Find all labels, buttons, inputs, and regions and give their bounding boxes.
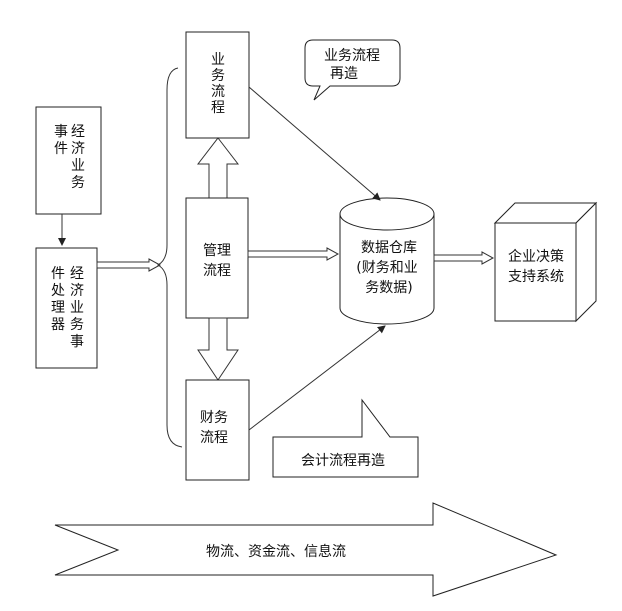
processor-right-char-0: 经 [70,266,84,282]
finance-process-box: 财务 流程 [185,379,250,481]
processor-right-char-1: 济 [70,283,84,299]
left-brace [156,67,183,448]
processor-left-char-3: 器 [51,317,65,333]
event-right-char-0: 经 [71,124,85,140]
business-process-char-3: 程 [211,100,225,116]
event-right-char-3: 务 [71,175,85,191]
business-reengineering-line-1: 再造 [330,66,358,82]
event-right-char-1: 济 [71,141,85,157]
business-management-double-arrow [196,137,240,199]
management-to-warehouse-arrow [247,247,340,261]
processor-left-char-1: 处 [51,283,65,299]
business-process-char-1: 务 [211,68,225,84]
finance-to-warehouse-arrow [248,325,386,431]
finance-process-line-0: 财务 [200,410,228,426]
business-process-box: 业 务 流 程 [185,31,250,139]
data-warehouse-line-2: 务数据) [365,280,412,296]
business-process-char-2: 流 [211,84,225,100]
flow-banner-label: 物流、资金流、信息流 [206,543,346,560]
decision-system-line-1: 支持系统 [508,269,564,285]
business-process-char-0: 业 [211,52,225,68]
management-process-line-1: 流程 [203,263,231,279]
processor-left-char-2: 理 [51,300,65,316]
flow-banner-arrow: 物流、资金流、信息流 [54,502,558,597]
business-reengineering-callout: 业务流程 再造 [304,39,401,101]
event-right-char-2: 业 [71,158,85,174]
event-processor-box: 件 处 理 器 经 济 业 务 事 [35,247,98,369]
processor-right-char-3: 务 [70,317,84,333]
warehouse-to-decision-arrow [433,251,495,265]
finance-process-line-1: 流程 [200,430,228,446]
business-reengineering-line-0: 业务流程 [324,48,380,64]
data-warehouse-line-1: (财务和业 [356,260,417,276]
economic-event-box: 事 件 经 济 业 务 [35,106,102,215]
processor-to-brace-arrow [96,258,162,272]
accounting-reengineering-text: 会计流程再造 [301,453,385,469]
processor-left-char-0: 件 [51,266,65,282]
data-warehouse-cylinder: 数据仓库 (财务和业 务数据) [339,197,435,325]
decision-support-system-box: 企业决策 支持系统 [493,201,598,323]
decision-system-line-0: 企业决策 [508,248,564,265]
accounting-reengineering-callout: 会计流程再造 [272,398,419,478]
event-left-char-1: 件 [54,141,68,157]
data-warehouse-line-0: 数据仓库 [361,240,417,256]
processor-right-char-4: 事 [70,334,84,350]
event-left-char-0: 事 [54,124,68,140]
processor-right-char-2: 业 [70,300,84,316]
management-process-box: 管理 流程 [185,197,249,319]
business-to-warehouse-arrow [248,86,381,201]
management-process-line-0: 管理 [203,243,231,259]
management-finance-double-arrow [197,317,239,381]
